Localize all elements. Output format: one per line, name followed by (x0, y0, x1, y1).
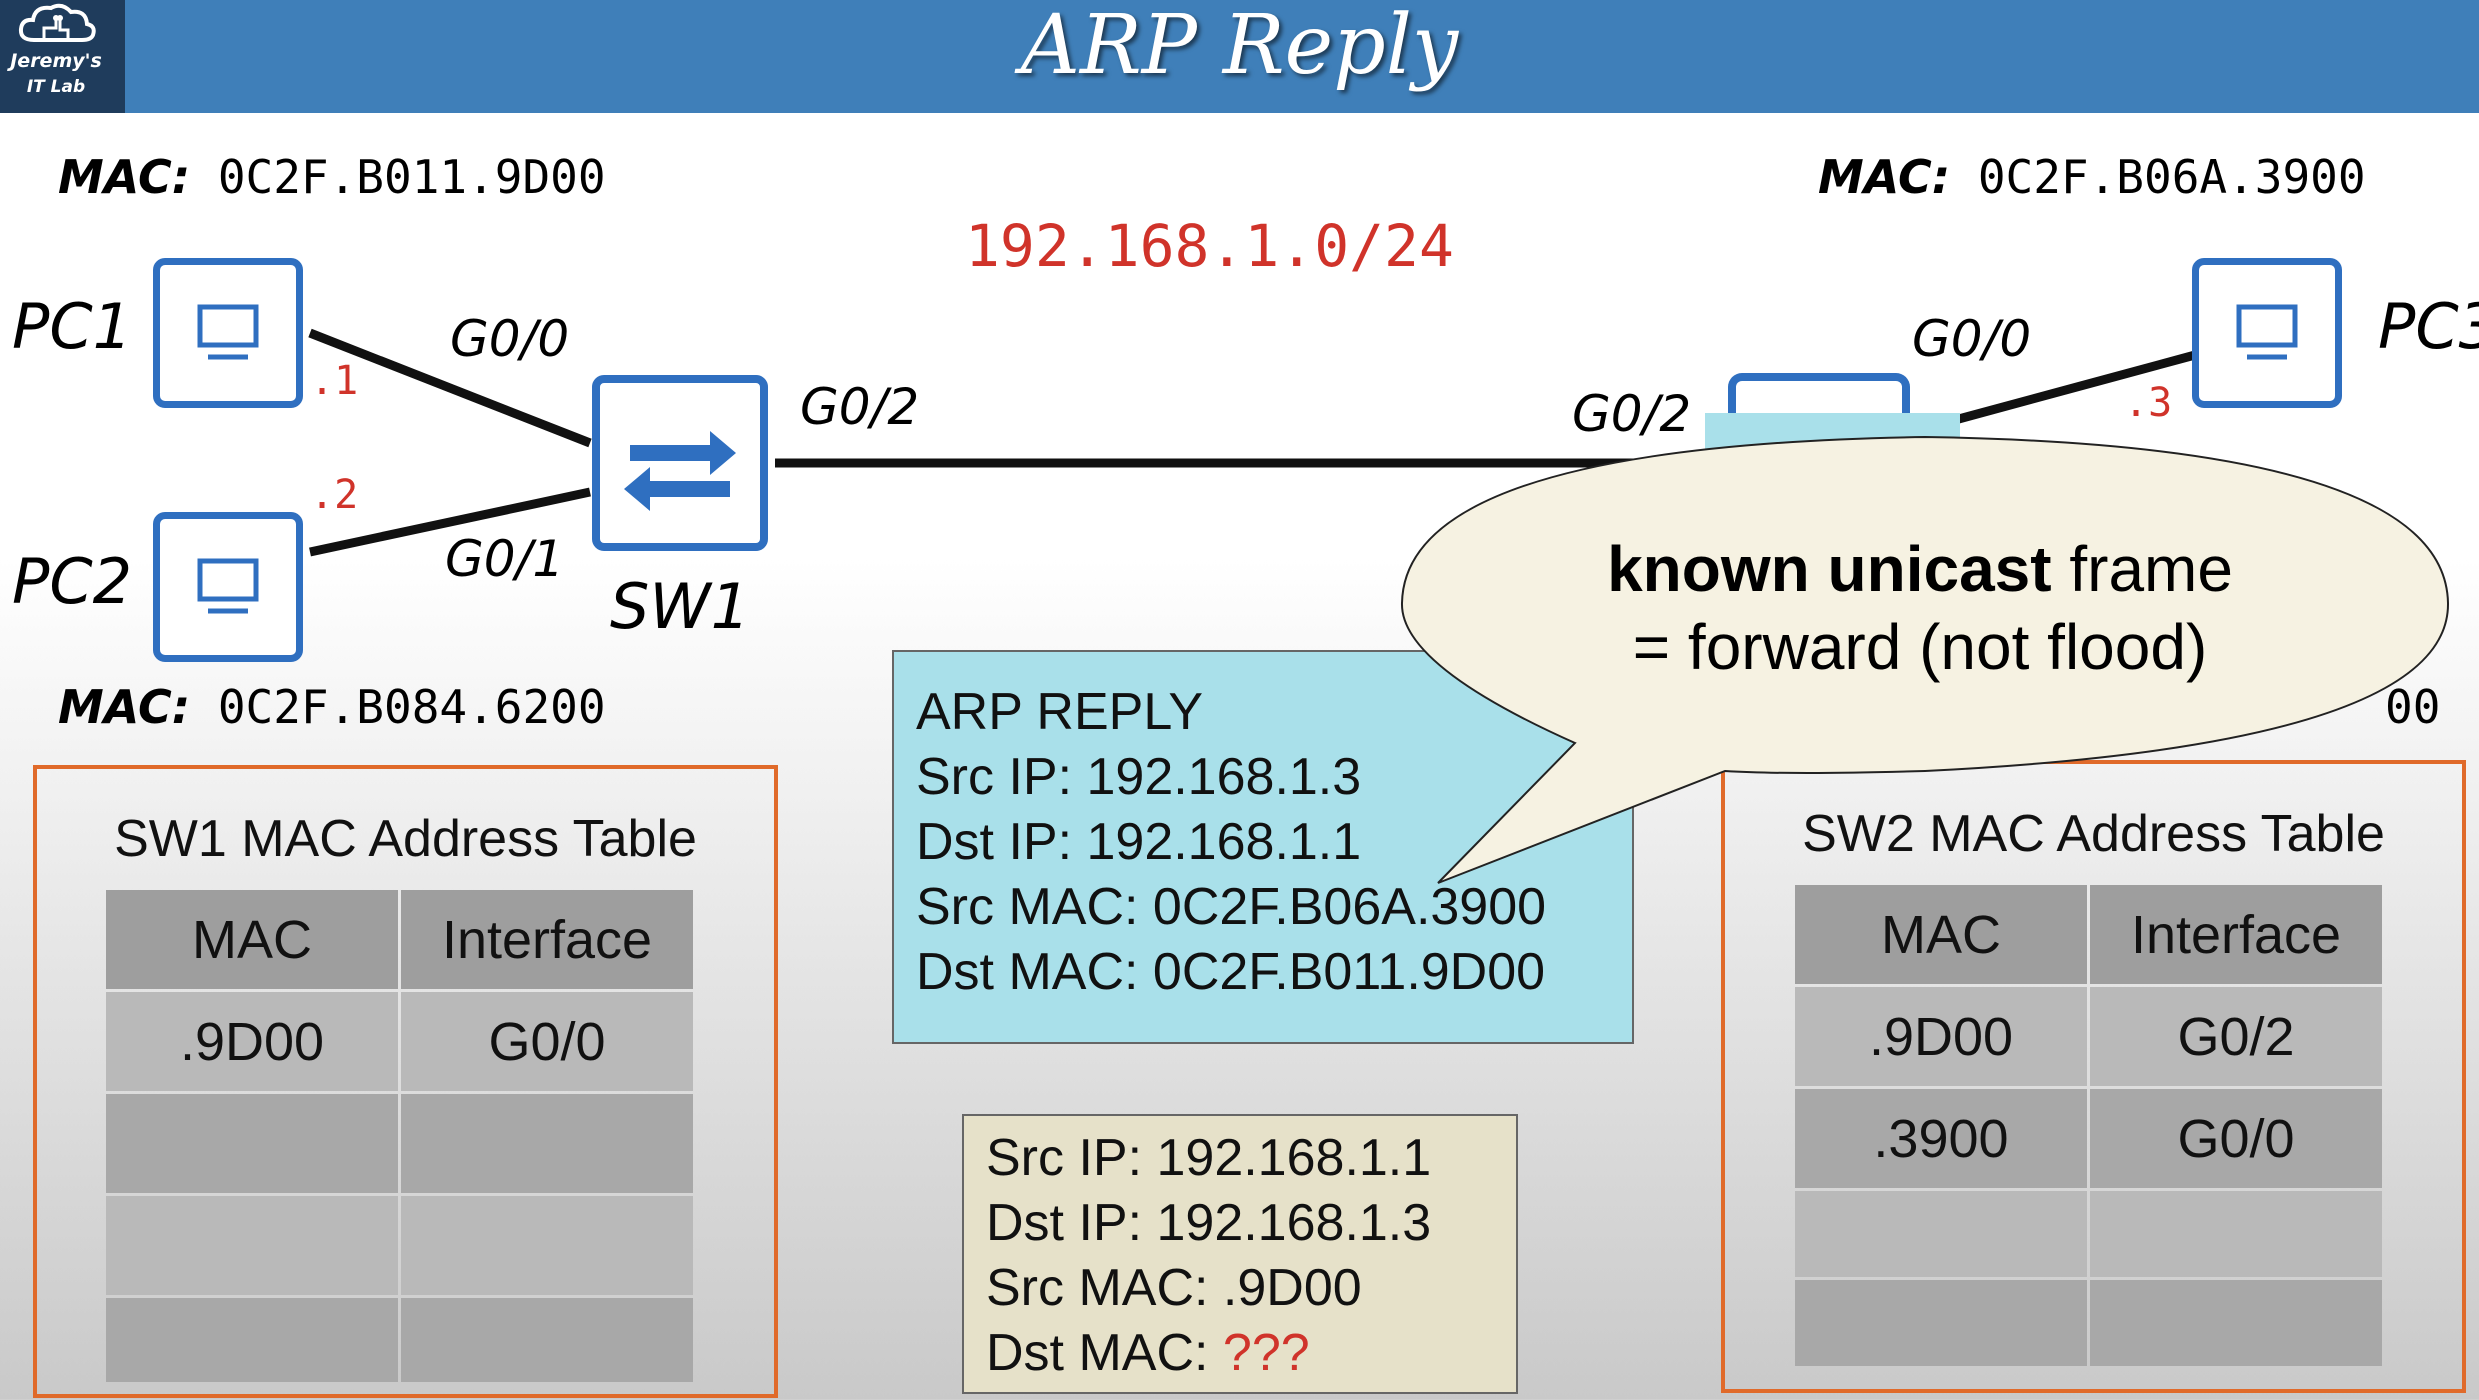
table-header: MAC (1795, 885, 2087, 984)
sw2-g00-label: G0/0 (1912, 310, 2032, 368)
table-cell (1795, 1280, 2087, 1366)
subnet-label: 192.168.1.0/24 (965, 212, 1454, 280)
pc1-ip-label: .1 (310, 358, 359, 404)
pc2-label: PC2 (12, 545, 133, 618)
table-cell (401, 1298, 693, 1382)
pc4-mac-tail: 00 (2385, 680, 2441, 734)
table-cell (106, 1196, 398, 1295)
table-cell (401, 1196, 693, 1295)
cloud-icon (18, 3, 96, 42)
sw1-g02-label: G0/2 (800, 378, 920, 436)
table-cell (106, 1094, 398, 1193)
table-header: Interface (401, 890, 693, 989)
pc2-ip-label: .2 (310, 472, 359, 518)
arp-reply-title: ARP REPLY (916, 683, 1204, 741)
pc2-mac-label: MAC: 0C2F.B084.6200 (58, 680, 606, 734)
table-cell: .3900 (1795, 1089, 2087, 1188)
computer-icon (197, 558, 259, 614)
logo-line1: Jeremy's (10, 50, 102, 72)
pc1-label: PC1 (12, 290, 133, 363)
table-cell (2090, 1191, 2382, 1277)
table-cell (2090, 1280, 2382, 1366)
arp-src-ip: Src IP: 192.168.1.3 (916, 748, 1362, 806)
pc1-mac-label: MAC: 0C2F.B011.9D00 (58, 150, 606, 204)
table-header: Interface (2090, 885, 2382, 984)
link-pc2-sw1 (309, 487, 591, 557)
logo: Jeremy's IT Lab (0, 0, 125, 113)
switch-arrows-icon (624, 431, 736, 511)
frame-dst-mac: Dst MAC: ??? (986, 1324, 1310, 1382)
arp-src-mac: Src MAC: 0C2F.B06A.3900 (916, 878, 1547, 936)
pc3-label: PC3 (2378, 290, 2479, 363)
table-cell (401, 1094, 693, 1193)
arp-dst-ip: Dst IP: 192.168.1.1 (916, 813, 1362, 871)
computer-icon (2236, 304, 2298, 360)
table-cell: .9D00 (106, 992, 398, 1091)
page-title: ARP Reply (1020, 0, 1459, 93)
link-pc1-sw1 (308, 328, 592, 448)
table-cell (106, 1298, 398, 1382)
sw1-device (592, 375, 768, 551)
table-cell: G0/0 (401, 992, 693, 1091)
link-sw2-pc3 (1953, 350, 2197, 425)
pc2-device (153, 512, 303, 662)
table-cell: G0/0 (2090, 1089, 2382, 1188)
callout-text: known unicast frame = forward (not flood… (1607, 533, 2233, 683)
frame-dst-ip: Dst IP: 192.168.1.3 (986, 1194, 1432, 1252)
pc1-device (153, 258, 303, 408)
logo-line2: IT Lab (26, 77, 86, 97)
sw1-g01-label: G0/1 (445, 530, 565, 588)
frame-src-ip: Src IP: 192.168.1.1 (986, 1129, 1432, 1187)
table-cell: .9D00 (1795, 987, 2087, 1086)
sw2-table-title: SW2 MAC Address Table (1802, 805, 2385, 863)
sw1-label: SW1 (610, 570, 751, 643)
sw1-g00-label: G0/0 (450, 310, 570, 368)
table-header: MAC (106, 890, 398, 989)
pc3-mac-label: MAC: 0C2F.B06A.3900 (1818, 150, 2366, 204)
frame-header-box: Src IP: 192.168.1.1 Dst IP: 192.168.1.3 … (962, 1114, 1518, 1394)
pc3-device (2192, 258, 2342, 408)
title-bar (0, 0, 2479, 113)
pc3-ip-label: .3 (2124, 380, 2173, 426)
computer-icon (197, 304, 259, 360)
table-cell (1795, 1191, 2087, 1277)
table-cell: G0/2 (2090, 987, 2382, 1086)
sw2-g02-label: G0/2 (1572, 385, 1692, 443)
callout-bubble (1400, 435, 2450, 884)
unknown-dst-mac: ??? (1222, 1324, 1310, 1382)
sw1-table-title: SW1 MAC Address Table (114, 810, 697, 868)
frame-src-mac: Src MAC: .9D00 (986, 1259, 1362, 1317)
arp-dst-mac: Dst MAC: 0C2F.B011.9D00 (916, 943, 1546, 1001)
